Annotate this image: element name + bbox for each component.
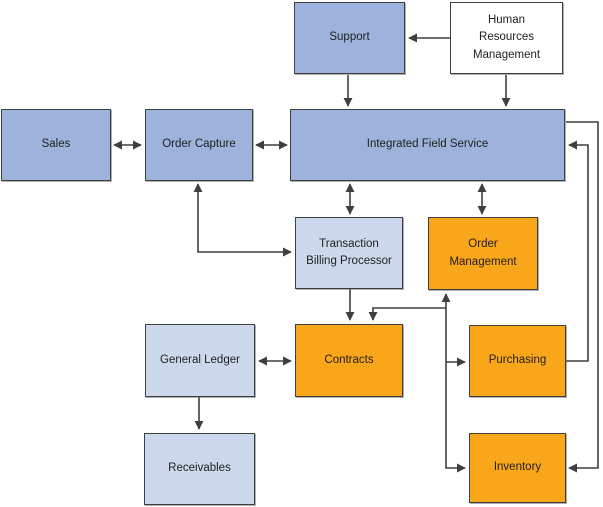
box-order-management: Order Management: [428, 217, 538, 290]
box-transaction-billing-processor-label: Transaction Billing Processor: [306, 237, 392, 267]
connector-trunk-to-contracts: [368, 307, 446, 321]
box-receivables-label: Receivables: [168, 462, 231, 475]
box-integrated-field-service-label: Integrated Field Service: [366, 138, 489, 151]
box-contracts-label: Contracts: [324, 353, 374, 366]
box-general-ledger: General Ledger: [145, 324, 255, 397]
connector-order-capture-tbp: [193, 183, 292, 257]
box-sales: Sales: [1, 109, 111, 181]
box-sales-label: Sales: [41, 138, 71, 151]
box-human-resources-management: Human Resources Management: [450, 2, 563, 74]
box-order-management-label: Order Management: [449, 238, 517, 268]
box-order-capture: Order Capture: [145, 109, 253, 181]
connector-trunk-om-inventory: [441, 293, 466, 473]
connector-ifs-to-inventory: [566, 121, 599, 473]
box-support: Support: [294, 2, 405, 74]
box-general-ledger-label: General Ledger: [160, 353, 240, 366]
box-receivables: Receivables: [144, 433, 255, 505]
box-purchasing: Purchasing: [469, 325, 566, 397]
box-purchasing-label: Purchasing: [488, 354, 547, 367]
connector-purchasing-to-ifs: [566, 140, 589, 362]
box-integrated-field-service: Integrated Field Service: [290, 109, 565, 181]
box-inventory-label: Inventory: [493, 461, 542, 474]
box-inventory: Inventory: [469, 433, 566, 503]
box-human-resources-management-label: Human Resources Management: [472, 14, 541, 61]
box-transaction-billing-processor: Transaction Billing Processor: [295, 217, 403, 289]
box-contracts: Contracts: [295, 324, 403, 397]
box-order-capture-label: Order Capture: [162, 138, 236, 151]
box-support-label: Support: [329, 31, 370, 44]
